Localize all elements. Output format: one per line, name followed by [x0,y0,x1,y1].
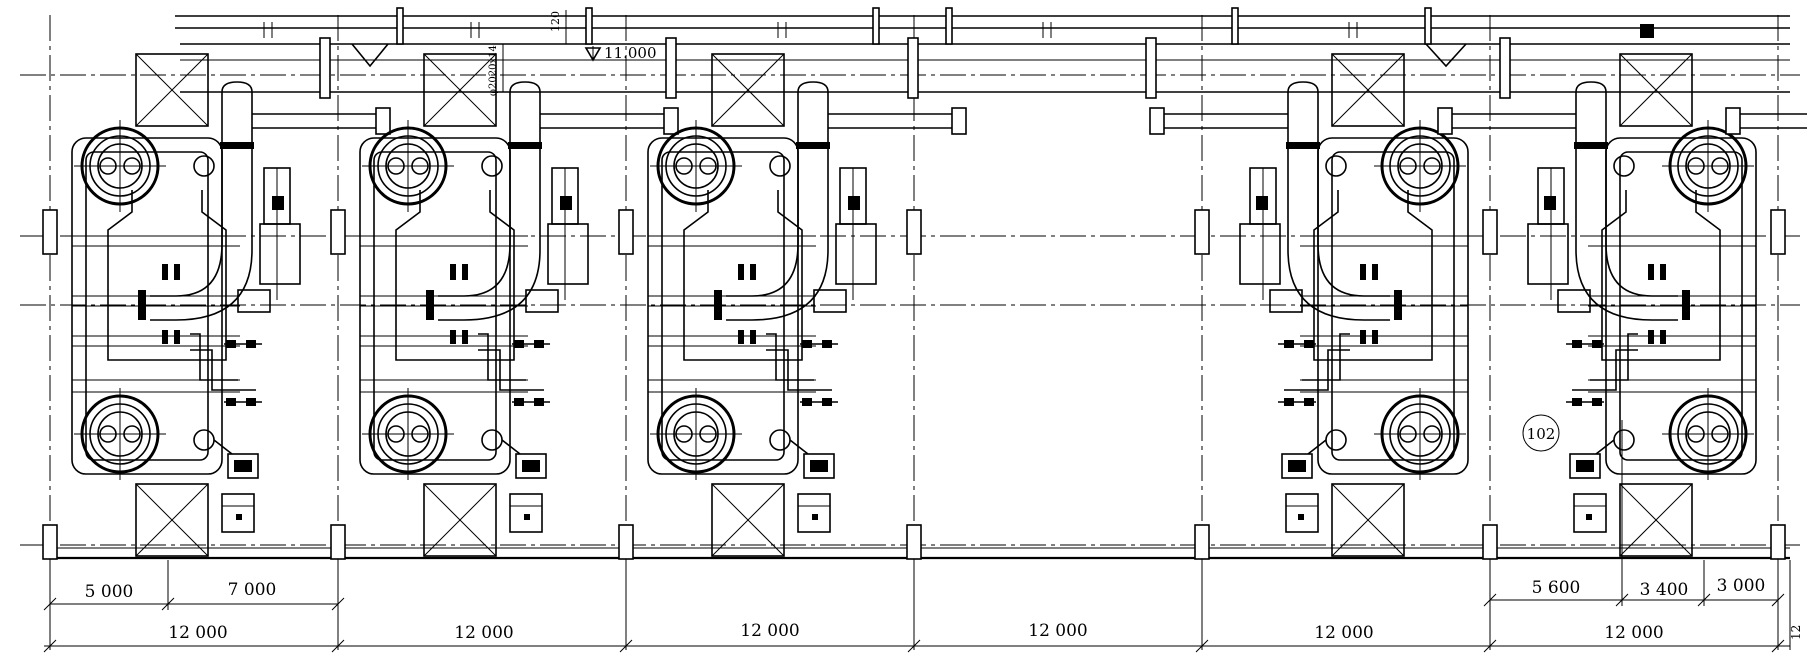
dim-label-small-a: 120 [549,11,562,32]
callout-label: 102 [1527,425,1556,443]
dim-end: 12 [1789,625,1803,640]
equipment-unit [1149,53,1469,557]
callout-bubble: 102 [1522,414,1560,452]
dim-7000: 7 000 [228,580,277,600]
dim-bay-6: 12 000 [1604,623,1663,643]
equipment-unit [359,53,679,557]
column-markers [42,209,1786,560]
equipment-unit [71,53,391,557]
dim-bay-3: 12 000 [740,621,799,641]
dim-bay-4: 12 000 [1028,621,1087,641]
equipment-unit [647,53,967,557]
elevation-annotation: 11.000 120 φ2020x14 [488,10,657,96]
dim-label-small-b: φ2020x14 [488,45,499,96]
equipment-unit [1437,53,1757,557]
dim-bay-5: 12 000 [1314,623,1373,643]
header-piping [175,7,1790,99]
elevation-label: 11.000 [604,44,657,62]
dimension-lines: 5 000 7 000 5 600 3 400 3 000 12 000 12 … [43,420,1803,653]
equipment-unit [1725,107,1807,135]
dim-5000: 5 000 [85,582,134,602]
pipe-flanges [319,7,1511,99]
dim-bay-2: 12 000 [454,623,513,643]
dim-3000: 3 000 [1717,576,1766,596]
dim-bay-1: 12 000 [168,623,227,643]
equipment-units [71,53,1807,557]
dim-3400: 3 400 [1640,580,1689,600]
dim-5600: 5 600 [1532,578,1581,598]
